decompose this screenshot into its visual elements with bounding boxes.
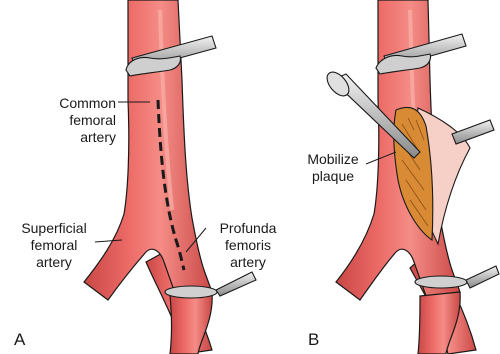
retractor-clamp-icon [452, 120, 494, 144]
label-profunda-femoris-artery: Profunda femoris artery [206, 220, 290, 271]
label-superficial-femoral-artery: Superficial femoral artery [12, 220, 96, 271]
label-mobilize-plaque: Mobilize plaque [300, 151, 366, 185]
panel-letter-a: A [14, 330, 25, 350]
label-common-femoral-artery: Common femoral artery [36, 95, 116, 146]
panel-letter-b: B [308, 330, 319, 350]
